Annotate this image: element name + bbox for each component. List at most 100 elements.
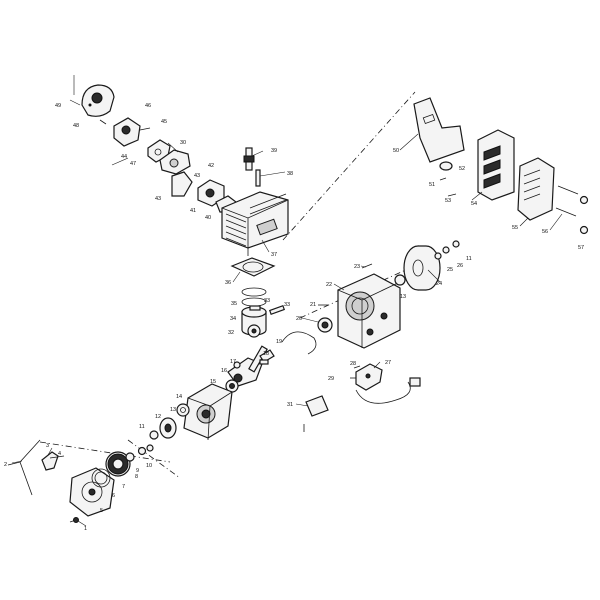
bolt-56b	[555, 207, 577, 217]
crankcase-14	[183, 383, 233, 441]
callout-49: 49	[55, 103, 61, 109]
stop-switch-19	[281, 331, 317, 355]
callout-17: 17	[230, 359, 236, 365]
callout-21: 21	[310, 302, 316, 308]
gasket-52	[439, 161, 453, 171]
callout-22: 22	[326, 282, 332, 288]
fan-housing-22	[337, 273, 401, 349]
callout-28: 28	[350, 361, 356, 367]
piston-pin-33	[268, 304, 286, 316]
callout-38: 38	[287, 171, 293, 177]
callout-15: 15	[210, 379, 216, 385]
carburetor	[99, 117, 151, 147]
callout-48: 48	[73, 123, 79, 129]
nut-11b	[452, 240, 460, 248]
callout-43b: 43	[194, 173, 200, 179]
callout-35: 35	[231, 301, 237, 307]
assembly-line-flywheel	[299, 267, 411, 319]
callout-54: 54	[471, 201, 477, 207]
callout-53: 53	[445, 198, 451, 204]
screw-10	[146, 444, 154, 452]
callout-18: 18	[263, 351, 269, 357]
air-filter-cover	[81, 84, 115, 117]
callout-labels: 1 2 3 4 5 6 7 8 9 10 11 11 12 13 13 14 1…	[4, 103, 584, 532]
bearing-17	[233, 361, 241, 369]
callout-43a: 43	[155, 196, 161, 202]
callout-34: 34	[230, 316, 236, 322]
callout-42: 42	[208, 163, 214, 169]
assembly-line-crank-to-recoil	[127, 439, 181, 479]
oil-seal-20	[317, 317, 333, 333]
recoil-spring-6	[91, 468, 111, 488]
callout-40: 40	[205, 215, 211, 221]
cylinder-gasket-36	[230, 257, 276, 277]
heat-shield-50	[413, 97, 465, 163]
callout-23: 23	[354, 264, 360, 270]
leader-lines	[11, 133, 563, 527]
screw-51	[439, 177, 447, 181]
callout-27: 27	[385, 360, 391, 366]
callout-33a: 33	[264, 298, 270, 304]
callout-24: 24	[436, 281, 442, 287]
callout-2: 2	[4, 462, 7, 468]
ratchet-8	[125, 452, 135, 462]
callout-1: 1	[84, 526, 87, 532]
callout-5: 5	[100, 508, 103, 514]
muffler-54	[477, 129, 515, 201]
recoil-spring-case-5	[69, 467, 115, 517]
callout-4: 4	[58, 451, 61, 457]
assembly-line-cylinder-to-bracket	[282, 91, 416, 241]
assembly-line-recoil-group	[39, 441, 171, 463]
bracket-group-2	[7, 439, 41, 496]
key-18	[259, 359, 269, 365]
callout-36: 36	[225, 280, 231, 286]
spark-plug	[243, 147, 255, 171]
nut-26	[442, 246, 450, 254]
recoil-handle-4	[41, 451, 65, 471]
callout-26: 26	[457, 263, 463, 269]
callout-16: 16	[221, 368, 227, 374]
callout-13a: 13	[170, 407, 176, 413]
screw-48	[69, 99, 81, 106]
callout-56: 56	[542, 229, 548, 235]
screw-1-head	[73, 517, 79, 523]
bolt-56a	[557, 185, 579, 195]
callout-30: 30	[180, 140, 186, 146]
callout-6: 6	[112, 493, 115, 499]
ignition-coil-27	[355, 363, 421, 404]
callout-41: 41	[190, 208, 196, 214]
cylinder	[221, 191, 289, 256]
callout-11a: 11	[139, 424, 145, 430]
callout-10: 10	[146, 463, 152, 469]
callout-45: 45	[161, 119, 167, 125]
callout-37: 37	[271, 252, 277, 258]
callout-29: 29	[328, 376, 334, 382]
washer-13b	[394, 274, 406, 286]
callout-57: 57	[578, 245, 584, 251]
bracket-31	[305, 395, 329, 417]
muffler-cover-55	[517, 157, 555, 221]
callout-20: 20	[296, 316, 302, 322]
nut-11a	[149, 430, 159, 440]
callout-31: 31	[287, 402, 293, 408]
callout-9: 9	[136, 468, 139, 474]
bolt-38	[255, 169, 261, 187]
callout-55: 55	[512, 225, 518, 231]
oil-seal-13a	[176, 403, 190, 417]
nut-57a	[579, 195, 589, 205]
callout-33b: 33	[284, 302, 290, 308]
callout-7: 7	[122, 484, 125, 490]
recoil-pulley-7	[105, 451, 131, 477]
screw-28	[353, 365, 361, 369]
clutch-12	[159, 417, 177, 439]
callout-14: 14	[176, 394, 182, 400]
callout-52: 52	[459, 166, 465, 172]
gasket-43	[171, 171, 193, 197]
callout-3: 3	[46, 443, 49, 449]
nut-57b	[579, 225, 589, 235]
piston-ring-35a	[241, 287, 267, 297]
carb-insulator-30	[159, 149, 191, 175]
callout-8: 8	[135, 474, 138, 480]
bolt-23	[361, 263, 373, 269]
